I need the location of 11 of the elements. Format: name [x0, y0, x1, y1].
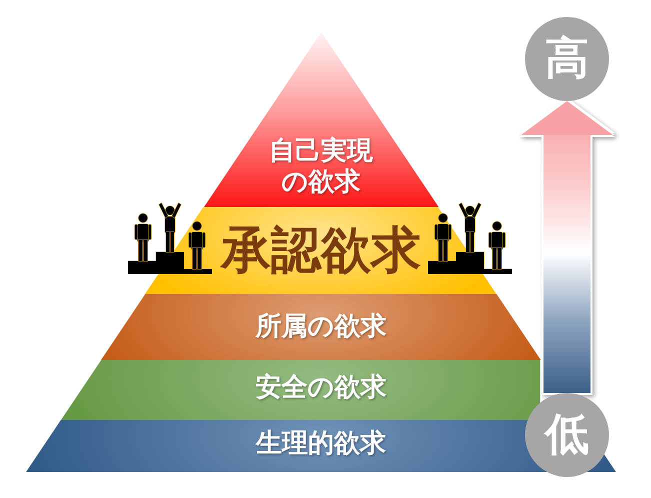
- arrow: [521, 101, 613, 393]
- pyramid-tier: [204, 32, 438, 207]
- tier-label: 生理的欲求: [256, 428, 386, 460]
- tier-label: 自己実現の欲求: [268, 136, 374, 198]
- pyramid-tier: [101, 294, 541, 360]
- tier-label: 承認欲求: [220, 220, 421, 280]
- level-label: 低: [545, 413, 589, 457]
- tier-label: 安全の欲求: [255, 372, 386, 404]
- level-label: 高: [545, 37, 589, 81]
- tier-label: 所属の欲求: [255, 311, 386, 343]
- pyramid-tier: [60, 360, 540, 420]
